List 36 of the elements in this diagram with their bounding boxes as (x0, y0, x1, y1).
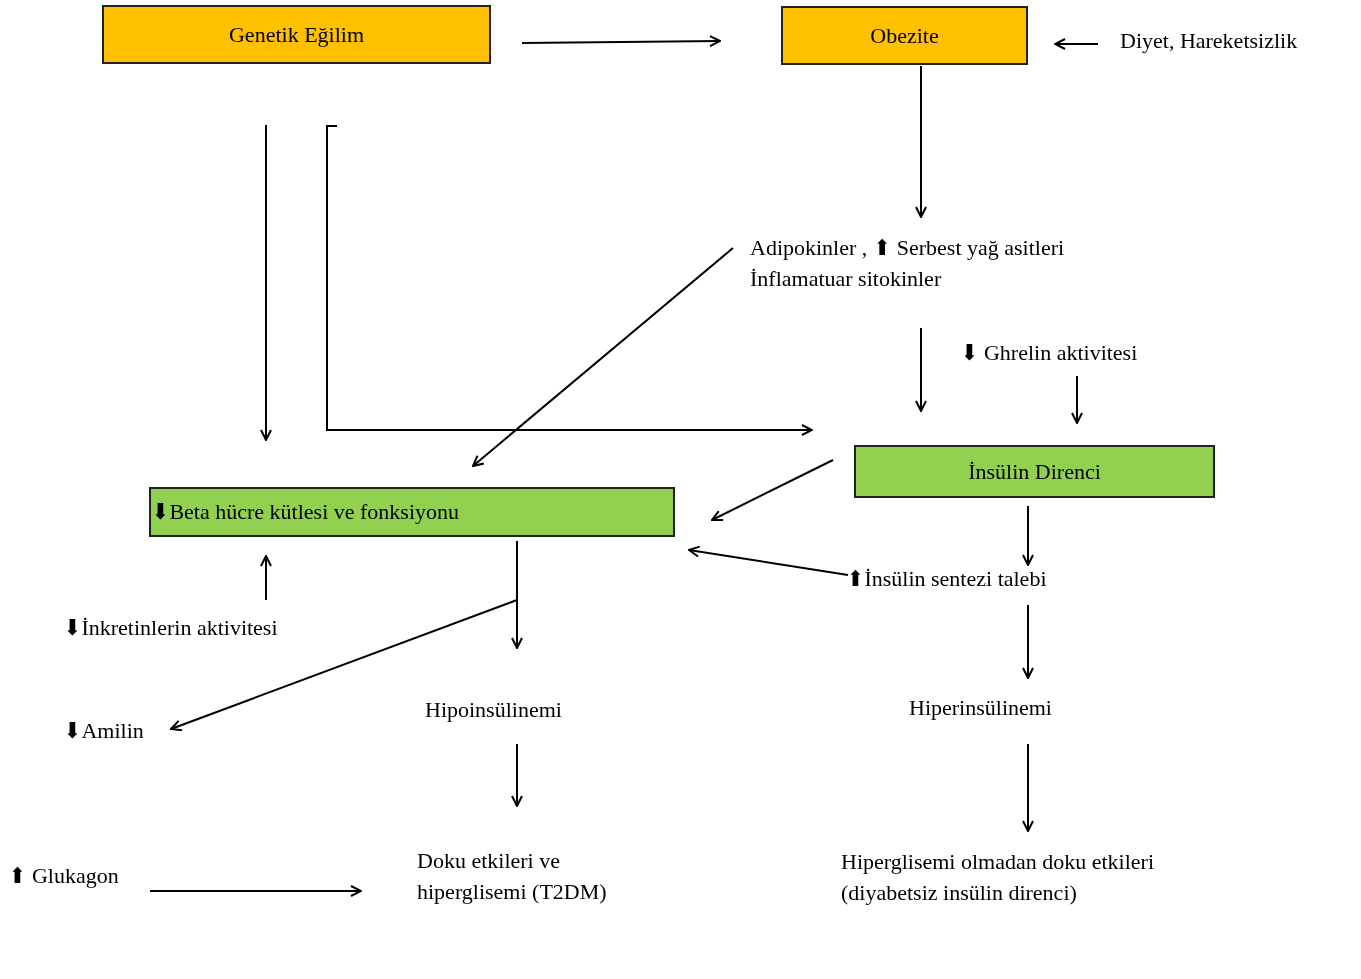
arrow (711, 459, 834, 522)
process-box (102, 5, 491, 64)
node-text: ⬇Amilin (63, 715, 168, 746)
arrow (511, 743, 523, 807)
arrow (1022, 604, 1034, 679)
arrow (149, 885, 362, 897)
process-box (854, 445, 1215, 498)
arrow (915, 327, 927, 412)
arrow (1071, 375, 1083, 424)
box-label: Obezite (870, 22, 939, 49)
arrow (260, 555, 272, 601)
arrow (1054, 38, 1099, 50)
node-text: Adipokinler , ⬆ Serbest yağ asitleri İnflamatuar sitokinler (750, 232, 1142, 294)
node-text: Diyet, Hareketsizlik (1120, 25, 1360, 56)
process-box (781, 6, 1028, 65)
node-text: ⬆ Glukagon (8, 860, 148, 891)
node-text: Hipoinsülinemi (425, 694, 615, 725)
arrow (1022, 505, 1034, 566)
arrow (170, 540, 518, 732)
arrow (688, 545, 849, 576)
arrow (260, 124, 272, 441)
arrow (915, 65, 927, 218)
arrow (521, 35, 721, 48)
node-text: ⬇ Ghrelin aktivitesi (960, 337, 1210, 368)
node-text: ⬇İnkretinlerin aktivitesi (63, 612, 338, 643)
arrow (1022, 743, 1034, 832)
process-box (149, 487, 675, 537)
box-label: İnsülin Direnci (968, 458, 1101, 485)
node-text: Hiperinsülinemi (909, 692, 1099, 723)
node-text: Doku etkileri ve hiperglisemi (T2DM) (417, 845, 659, 907)
box-label: Genetik Eğilim (229, 21, 364, 48)
arrow (472, 247, 734, 467)
arrow (326, 125, 813, 436)
box-label: ⬇Beta hücre kütlesi ve fonksiyonu (151, 499, 460, 525)
node-text: ⬆İnsülin sentezi talebi (846, 563, 1106, 594)
node-text: Hiperglisemi olmadan doku etkileri (diyabetsiz insülin direnci) (841, 846, 1233, 908)
